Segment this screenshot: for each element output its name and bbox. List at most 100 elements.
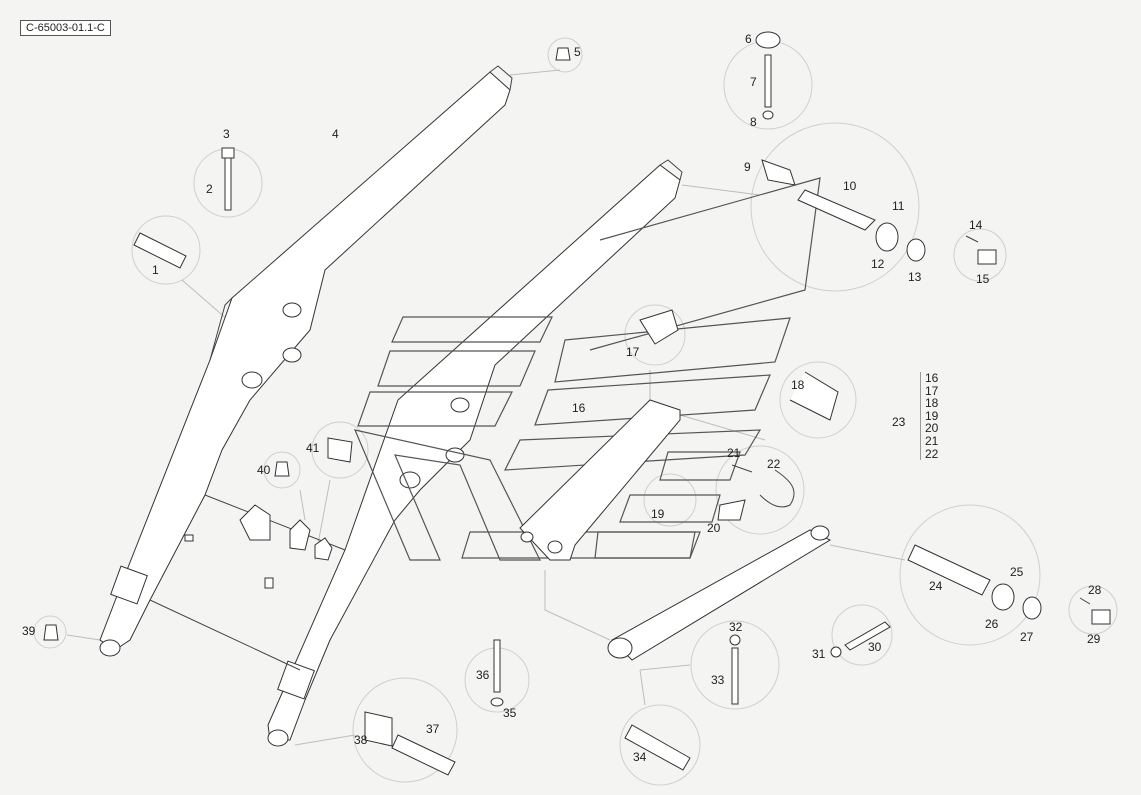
callout-circle-37-38 [352,677,458,783]
kit-member: 18 [925,396,939,411]
callout-circle-32-33 [690,620,780,710]
washer-25-26 [991,583,1015,611]
label-12: 12 [871,257,885,271]
parking-stand [519,399,681,561]
label-5: 5 [574,45,581,59]
callout-circle-19 [643,473,697,527]
nut-35 [490,697,504,707]
callout-circle-20-22 [715,445,805,535]
pin-10 [797,189,876,231]
label-36: 36 [476,668,490,682]
callout-circle-5 [547,37,583,73]
callout-circle-39 [33,615,67,649]
label-11: 11 [892,199,905,213]
label-35: 35 [503,706,517,720]
grease-fitting-5 [555,47,571,61]
label-23: 23 [892,415,906,429]
callout-circle-14-15 [953,228,1007,282]
pin-24 [907,544,991,596]
label-30: 30 [868,640,882,654]
bushing-38 [364,711,393,747]
pin-14 [965,235,979,243]
label-22: 22 [767,457,781,471]
label-15: 15 [976,272,990,286]
label-10: 10 [843,179,857,193]
label-32: 32 [729,620,743,634]
part-labels: 1 2 3 4 5 6 7 8 9 10 11 12 13 14 15 16 1… [22,32,1102,764]
bolt-29 [1091,609,1111,625]
callout-circles [33,37,1118,786]
callout-circle-28-29 [1068,585,1118,635]
callout-circle-18 [779,361,857,439]
label-25: 25 [1010,565,1024,579]
label-38: 38 [354,733,368,747]
nut-3 [221,147,235,159]
callout-circle-30-31 [831,604,893,666]
label-21: 21 [727,446,741,460]
bolt-15 [977,249,997,265]
label-37: 37 [426,722,440,736]
washer-27 [1022,596,1042,620]
callout-circle-41 [311,421,369,479]
decal-stripes [353,177,821,561]
kit-member: 21 [925,433,939,448]
kit-member: 17 [925,383,939,398]
label-1: 1 [152,263,159,277]
label-19: 19 [651,507,665,521]
chain-22 [759,469,795,508]
pin-28 [1079,597,1091,605]
kit-23-members: 16 17 18 19 20 21 22 [920,371,947,461]
kit-member: 16 [925,371,939,385]
clip-20 [717,499,746,521]
label-27: 27 [1020,630,1034,644]
label-9: 9 [744,160,751,174]
washer-13 [906,238,926,262]
bolt-30 [844,621,891,651]
u-bolt-18 [789,371,839,421]
pin-34 [624,724,691,771]
loader-frame-left-arm [99,65,513,657]
bushing-9 [761,159,796,186]
label-16: 16 [572,401,586,415]
nut-8 [762,110,774,120]
label-14: 14 [969,218,983,232]
bolt-7 [764,54,772,108]
callout-circle-17 [624,304,686,366]
label-2: 2 [206,182,213,196]
label-17: 17 [626,345,640,359]
label-6: 6 [745,32,752,46]
label-31: 31 [812,647,826,661]
label-3: 3 [223,127,230,141]
callout-circle-24-27 [899,504,1041,646]
grease-fitting-39 [43,624,59,641]
callout-circle-40 [263,451,301,489]
label-40: 40 [257,463,271,477]
label-7: 7 [750,75,757,89]
bolt-36 [493,639,501,693]
label-33: 33 [711,673,725,687]
label-26: 26 [985,617,999,631]
label-34: 34 [633,750,647,764]
label-18: 18 [791,378,805,392]
callout-circle-9-13 [750,122,920,292]
label-39: 39 [22,624,36,638]
label-29: 29 [1087,632,1101,646]
nut-32 [729,634,741,646]
washer-11-12 [875,222,899,252]
bolt-2 [224,157,232,211]
label-41: 41 [306,441,320,455]
callout-circle-1 [131,215,201,285]
pin-37 [391,734,456,776]
label-13: 13 [908,270,922,284]
label-20: 20 [707,521,721,535]
nut-31 [830,646,842,658]
label-4: 4 [332,127,339,141]
cross-member [149,494,346,671]
kit-member: 22 [925,446,939,461]
leader-lines [66,69,906,746]
cap-6 [755,31,781,49]
bushing-41 [327,437,353,463]
callout-circle-34 [619,704,701,786]
